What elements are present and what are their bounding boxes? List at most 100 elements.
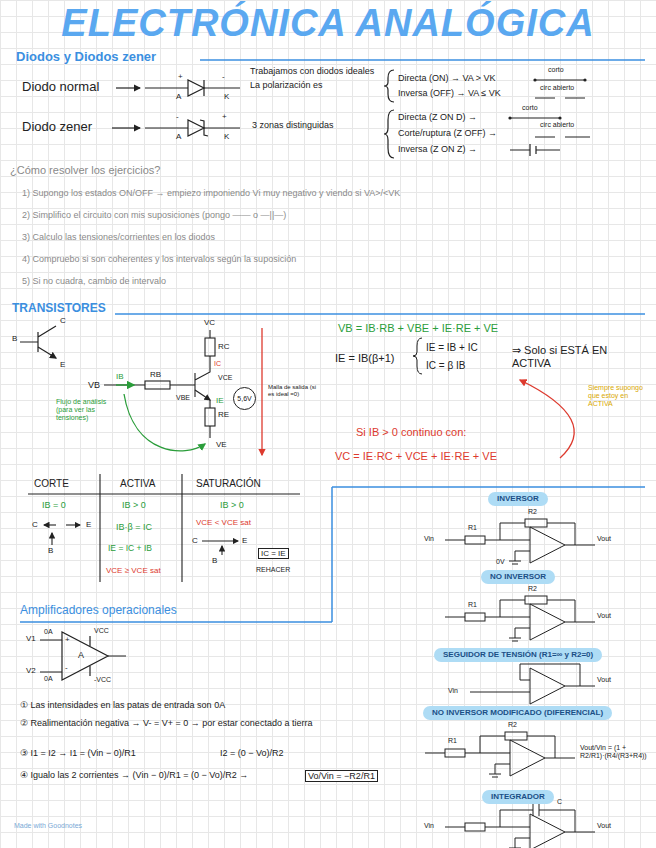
- note-text: VCE: [218, 374, 232, 382]
- note-text: 3) Calculo las tensiones/corrientes en l…: [22, 232, 215, 242]
- note-text: ¿Cómo resolver los ejercicios?: [10, 164, 160, 177]
- section-pill: NO INVERSOR: [481, 570, 555, 584]
- sketch-line: [115, 313, 645, 315]
- sketch-line: [558, 116, 561, 119]
- note-text: Corte/ruptura (Z OFF) →: [398, 128, 497, 138]
- note-text: B: [48, 546, 53, 555]
- note-text: Si IB > 0 continuo con:: [356, 426, 466, 439]
- sketch-line: [200, 59, 645, 61]
- note-text: K: [224, 132, 229, 141]
- sketch-line: [533, 78, 536, 81]
- note-text: VC = IE·RC + VCE + IE·RE + VE: [335, 450, 497, 463]
- note-text: 0A: [44, 628, 53, 636]
- note-text: Vin: [424, 535, 434, 543]
- sketch-line: [508, 78, 586, 119]
- note-text: ③ I1 = I2 → I1 = (Vin − 0)/R1: [20, 748, 136, 758]
- note-text: Siempre supongo que estoy en ACTIVA: [588, 384, 648, 408]
- note-text: IB > 0: [122, 500, 146, 510]
- sketch-line: [425, 732, 575, 777]
- note-text: -: [65, 663, 68, 672]
- note-text: corto: [522, 104, 538, 112]
- sketch-line: [510, 117, 560, 118]
- note-text: B: [12, 334, 17, 343]
- sketch-line: [445, 519, 595, 564]
- sketch-line: [384, 70, 394, 102]
- note-text: Directa (ON) → VA > VK: [398, 73, 496, 83]
- note-text: R2: [528, 508, 537, 516]
- note-text: RC: [218, 342, 230, 351]
- note-text: 0V: [496, 558, 505, 566]
- sketch-line: [535, 79, 585, 80]
- sketch-line: [445, 804, 595, 848]
- sketch-line: [261, 328, 262, 455]
- note-text: IB: [116, 372, 124, 381]
- sketch-line: [104, 330, 215, 438]
- sketch-line: [470, 664, 595, 704]
- sketch-line: [51, 533, 52, 545]
- note-text: IC = IE: [258, 548, 289, 559]
- note-text: Vo/Vin = −R2/R1: [305, 770, 378, 782]
- note-text: V1: [26, 634, 36, 643]
- note-text: A: [78, 650, 84, 660]
- note-text: R1: [468, 524, 477, 532]
- note-text: Flujo de análisis (para ver las tensione…: [56, 398, 120, 422]
- sketch-line: [188, 120, 204, 136]
- sketch-line: [384, 110, 394, 158]
- note-text: ② Realimentación negativa → V- = V+ = 0 …: [20, 718, 330, 728]
- note-text: CORTE: [34, 478, 69, 490]
- sketch-line: [28, 474, 300, 582]
- sketch-line: [40, 636, 126, 676]
- note-text: -: [222, 72, 225, 81]
- note-text: RB: [150, 370, 161, 379]
- note-text: Vout: [597, 822, 611, 830]
- note-text: Vout: [597, 535, 611, 543]
- note-text: IE: [216, 396, 224, 405]
- note-text: IB = 0: [42, 500, 66, 510]
- note-text: IE = IC + IB: [108, 544, 152, 554]
- sketch-line: [20, 326, 56, 358]
- note-text: C: [32, 520, 38, 529]
- note-text: IB > 0: [220, 500, 244, 510]
- note-text: VB: [88, 380, 100, 390]
- note-text: B: [212, 556, 217, 565]
- note-text: Diodo zener: [22, 120, 92, 135]
- note-text: IB·β = IC: [116, 522, 152, 532]
- note-text: Inversa (OFF) → VA ≤ VK: [398, 88, 501, 98]
- note-text: A: [176, 92, 181, 101]
- note-text: Amplificadores operacionales: [20, 604, 177, 618]
- note-text: -VCC: [94, 676, 111, 684]
- note-text: IC: [214, 360, 221, 368]
- note-text: 1) Supongo los estados ON/OFF → empiezo …: [22, 188, 400, 198]
- section-pill: NO INVERSOR MODIFICADO (DIFERENCIAL): [423, 706, 612, 720]
- note-text: VB = IB·RB + VBE + IE·RE + VE: [338, 322, 498, 335]
- note-text: VCC: [94, 627, 109, 635]
- sketch-line: [445, 596, 595, 641]
- sketch-line: [202, 540, 238, 541]
- sketch-line: [145, 381, 170, 389]
- note-text: VBE: [176, 394, 190, 402]
- sketch-line: [116, 87, 140, 88]
- note-text: IE = IB + IC: [426, 342, 478, 354]
- sketch-line: [583, 78, 586, 81]
- note-text: V2: [26, 666, 36, 675]
- note-text: ① Las intensidades en las patas de entra…: [20, 700, 330, 710]
- note-text: corto: [548, 66, 564, 74]
- sketch-line: [44, 524, 56, 525]
- note-text: 4) Compruebo si son coherentes y los int…: [22, 254, 296, 264]
- sketch-line: [535, 136, 590, 137]
- sketch-line: [20, 326, 56, 352]
- note-text: Diodos y Diodos zener: [16, 50, 156, 65]
- note-text: IC = β IB: [426, 360, 465, 372]
- note-text: +: [65, 635, 70, 644]
- sketch-line: [124, 394, 205, 451]
- note-text: 3 zonas distinguidas: [252, 120, 334, 130]
- sketch-line: [520, 380, 574, 458]
- note-text: R1: [468, 601, 477, 609]
- sketch-line: [195, 390, 210, 400]
- note-text: IE = IB(β+1): [335, 352, 395, 365]
- note-text: Vin: [424, 822, 434, 830]
- note-text: 0A: [44, 675, 53, 683]
- note-text: A: [176, 132, 181, 141]
- note-text: Vout: [597, 612, 611, 620]
